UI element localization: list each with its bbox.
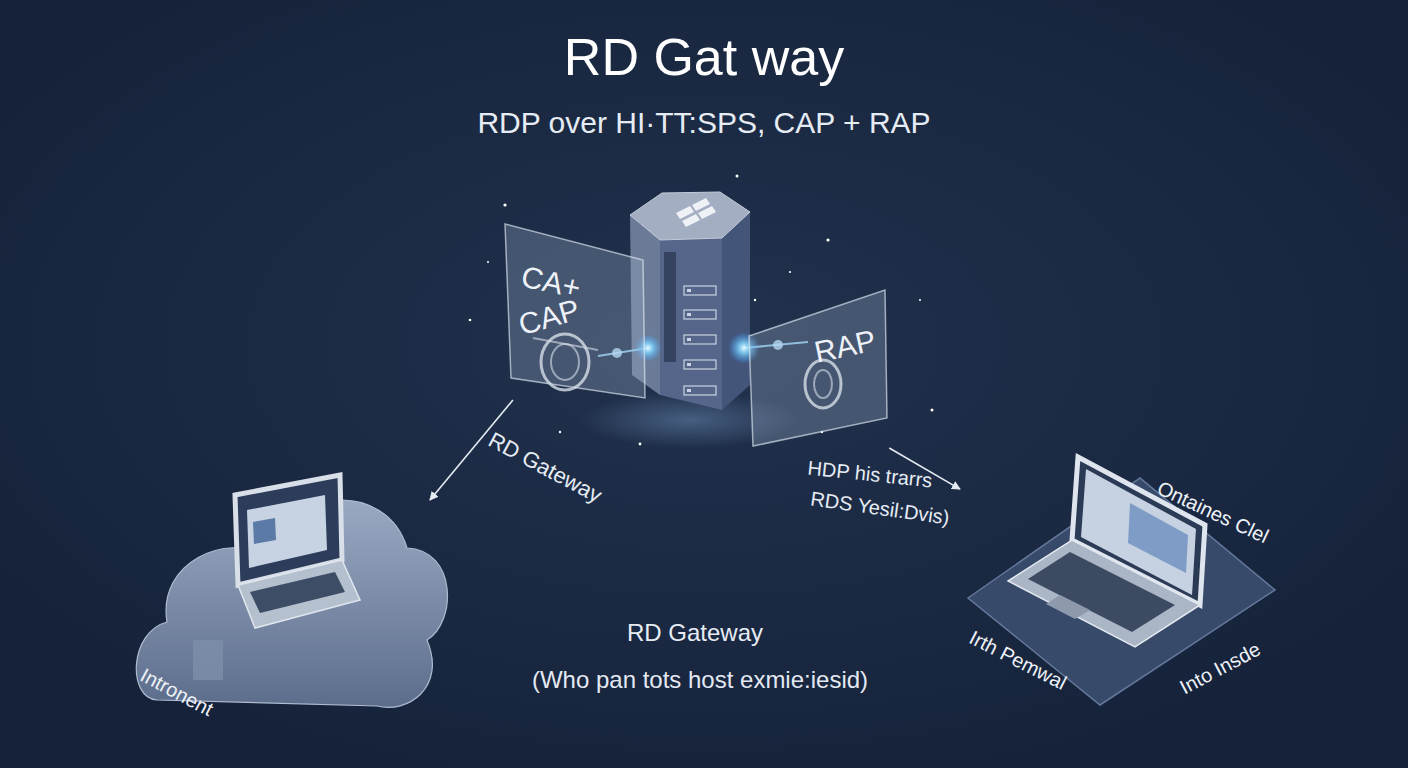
drive-slots	[684, 286, 716, 395]
edge-label: HDP his trarrs	[807, 457, 934, 492]
diagram-caption: (Who pan tots host exmie:iesid)	[532, 667, 868, 693]
diagram-label: RD Gateway	[627, 620, 763, 646]
glass-panel	[749, 290, 887, 446]
internet-cloud: Intronent	[135, 500, 440, 715]
flow-arrow	[430, 400, 513, 500]
glass-panel	[505, 224, 645, 398]
cloud-block	[193, 640, 223, 680]
diagram-title: RD Gat way	[564, 29, 844, 86]
flow-arrow	[889, 448, 960, 489]
windows-logo	[676, 198, 716, 227]
edge-label: RD Gateway	[484, 428, 605, 508]
laptop-icon	[235, 475, 360, 628]
rap-policy-panel: RAP	[745, 288, 890, 448]
drive-leds	[687, 289, 691, 392]
cable-roll	[533, 334, 598, 390]
edge-note: RDS Yesil:Dvis)	[809, 487, 951, 528]
subtitle: RDP over HI·TT:SPS, CAP + RAP	[477, 106, 930, 139]
server-tower	[630, 192, 750, 410]
sparkles	[469, 175, 934, 446]
cap-policy-panel: CA+CAP	[503, 220, 648, 400]
client-laptop-platform: Ontaines ClelIrth PemwalInto Insde	[960, 455, 1280, 705]
